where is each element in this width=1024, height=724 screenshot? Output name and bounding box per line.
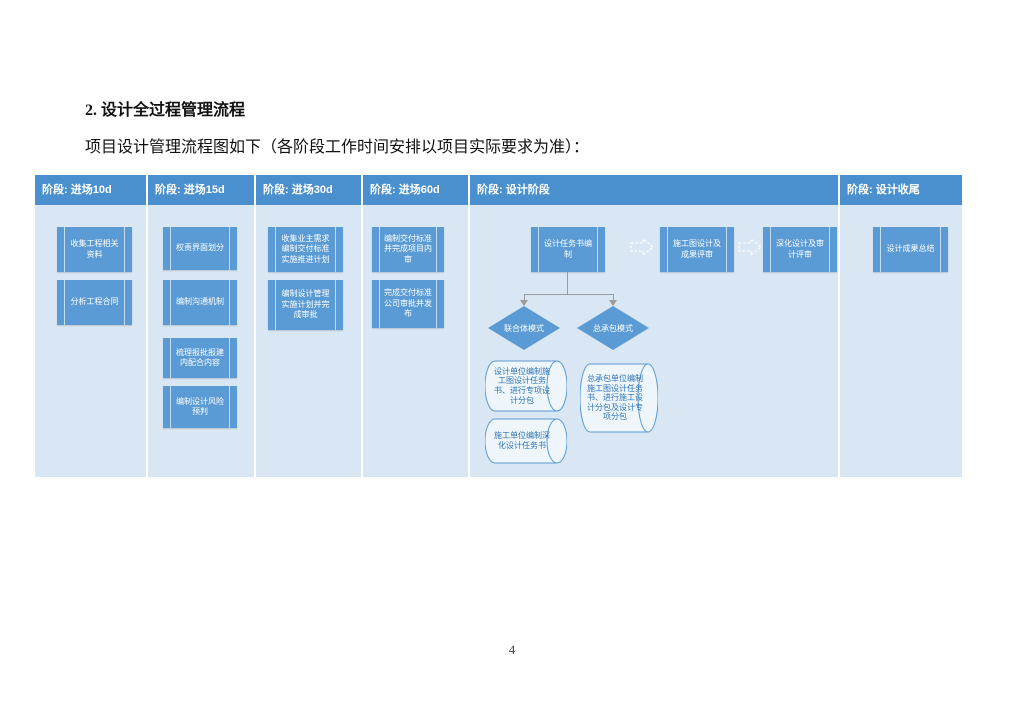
process-box-delivery-standard-publish: 完成交付标准公司审批并发布: [372, 280, 444, 328]
task-cylinder-text: 总承包单位编制施工图设计任务书、进行施工设计分包及设计专项分包: [587, 374, 643, 422]
task-cylinder-general-contractor: 总承包单位编制施工图设计任务书、进行施工设计分包及设计专项分包: [580, 363, 658, 433]
connector-line: [524, 294, 614, 295]
task-cylinder-text: 施工单位编制深化设计任务书: [494, 431, 550, 450]
arrow-down-icon: [609, 300, 617, 306]
arrow-down-icon: [520, 300, 528, 306]
cylinder-shape: [485, 418, 567, 464]
cylinder-shape: [580, 363, 658, 433]
stage-header-closeout: 阶段: 设计收尾: [840, 175, 962, 205]
process-box-approval-coordination: 梳理报批报建内配合内容: [163, 338, 237, 378]
process-box-design-summary: 设计成果总结: [873, 227, 948, 272]
process-box-task-book: 设计任务书编制: [531, 227, 605, 272]
task-cylinder-design-unit: 设计单位编制施工图设计任务书、进行专项设计分包: [485, 360, 567, 412]
stage-header-entry-30d: 阶段: 进场30d: [256, 175, 361, 205]
process-box-responsibility-split: 权责界面划分: [163, 227, 237, 270]
stage-header-entry-15d: 阶段: 进场15d: [148, 175, 254, 205]
flowchart: 阶段: 进场10d 阶段: 进场15d 阶段: 进场30d 阶段: 进场60d …: [35, 175, 962, 477]
connector-line: [567, 272, 568, 294]
process-box-design-risk: 编制设计风险预判: [163, 386, 237, 428]
dashed-arrow-icon: [738, 238, 762, 256]
process-box-analyze-contract: 分析工程合同: [57, 280, 132, 325]
process-box-construction-drawing-review: 施工图设计及成果评审: [660, 227, 734, 272]
task-cylinder-text: 设计单位编制施工图设计任务书、进行专项设计分包: [494, 366, 550, 405]
stage-panel-closeout: 阶段: 设计收尾: [840, 175, 962, 477]
process-box-management-plan: 编制设计管理实施计划并完成审批: [268, 280, 343, 330]
section-title: 2. 设计全过程管理流程: [85, 102, 246, 119]
process-box-communication-mechanism: 编制沟通机制: [163, 280, 237, 325]
cylinder-shape: [485, 360, 567, 412]
process-box-owner-requirements: 收集业主需求编制交付标准实施推进计划: [268, 227, 343, 272]
connector-line: [613, 294, 614, 301]
stage-header-entry-10d: 阶段: 进场10d: [35, 175, 146, 205]
process-box-detailed-design-review: 深化设计及审计评审: [763, 227, 837, 272]
stage-header-design: 阶段: 设计阶段: [470, 175, 838, 205]
stage-panel-entry-15d: 阶段: 进场15d: [148, 175, 254, 477]
stage-header-entry-60d: 阶段: 进场60d: [363, 175, 468, 205]
connector-line: [524, 294, 525, 301]
page-number: 4: [508, 642, 516, 657]
intro-paragraph: 项目设计管理流程图如下（各阶段工作时间安排以项目实际要求为准）：: [85, 139, 590, 156]
process-box-collect-docs: 收集工程相关资料: [57, 227, 132, 272]
task-cylinder-construction-unit: 施工单位编制深化设计任务书: [485, 418, 567, 464]
process-box-delivery-standard-review: 编制交付标准并完成项目内审: [372, 227, 444, 272]
dashed-arrow-icon: [630, 238, 654, 256]
stage-panel-entry-10d: 阶段: 进场10d: [35, 175, 146, 477]
